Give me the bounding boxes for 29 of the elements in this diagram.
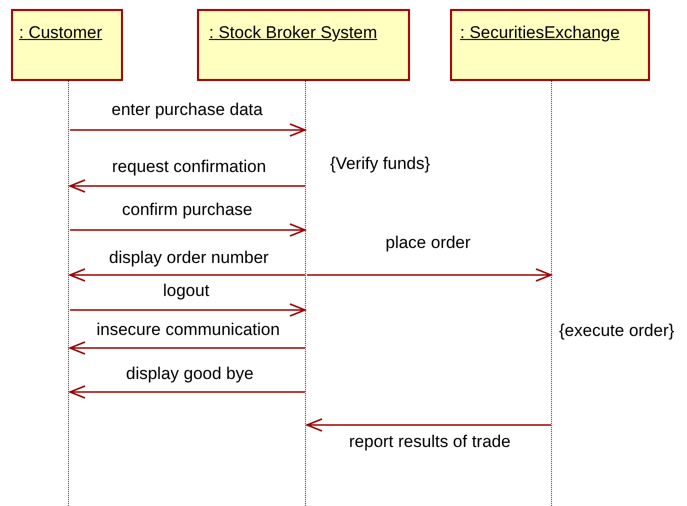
message-label: display good bye: [126, 364, 254, 384]
object-name: : SecuritiesExchange: [460, 23, 620, 43]
lifeline-head-box: [11, 9, 123, 81]
message-label: request confirmation: [112, 157, 266, 177]
message-label: insecure communication: [96, 320, 280, 340]
message-arrow: [70, 223, 306, 237]
lifeline-head-box: [197, 9, 410, 81]
message-label: place order: [386, 233, 471, 253]
message-label: logout: [163, 281, 210, 301]
message-arrow: [69, 341, 305, 355]
message-label: enter purchase data: [112, 100, 263, 120]
lifeline: [68, 81, 70, 506]
message-arrow: [69, 179, 305, 193]
message-arrow: [307, 268, 552, 282]
message-label: confirm purchase: [122, 200, 252, 220]
message-arrow: [70, 123, 306, 137]
message-arrow: [306, 418, 551, 432]
constraint-note: {Verify funds}: [330, 154, 430, 174]
message-arrow: [69, 268, 305, 282]
object-name: : Stock Broker System: [209, 23, 378, 43]
constraint-note: {execute order}: [559, 321, 674, 341]
message-arrow: [70, 303, 306, 317]
lifeline: [305, 81, 307, 506]
message-label: display order number: [109, 248, 269, 268]
lifeline: [551, 81, 553, 506]
message-label: report results of trade: [349, 432, 511, 452]
lifeline-head-box: [450, 9, 650, 81]
message-arrow: [69, 385, 305, 399]
object-name: : Customer: [19, 23, 102, 43]
